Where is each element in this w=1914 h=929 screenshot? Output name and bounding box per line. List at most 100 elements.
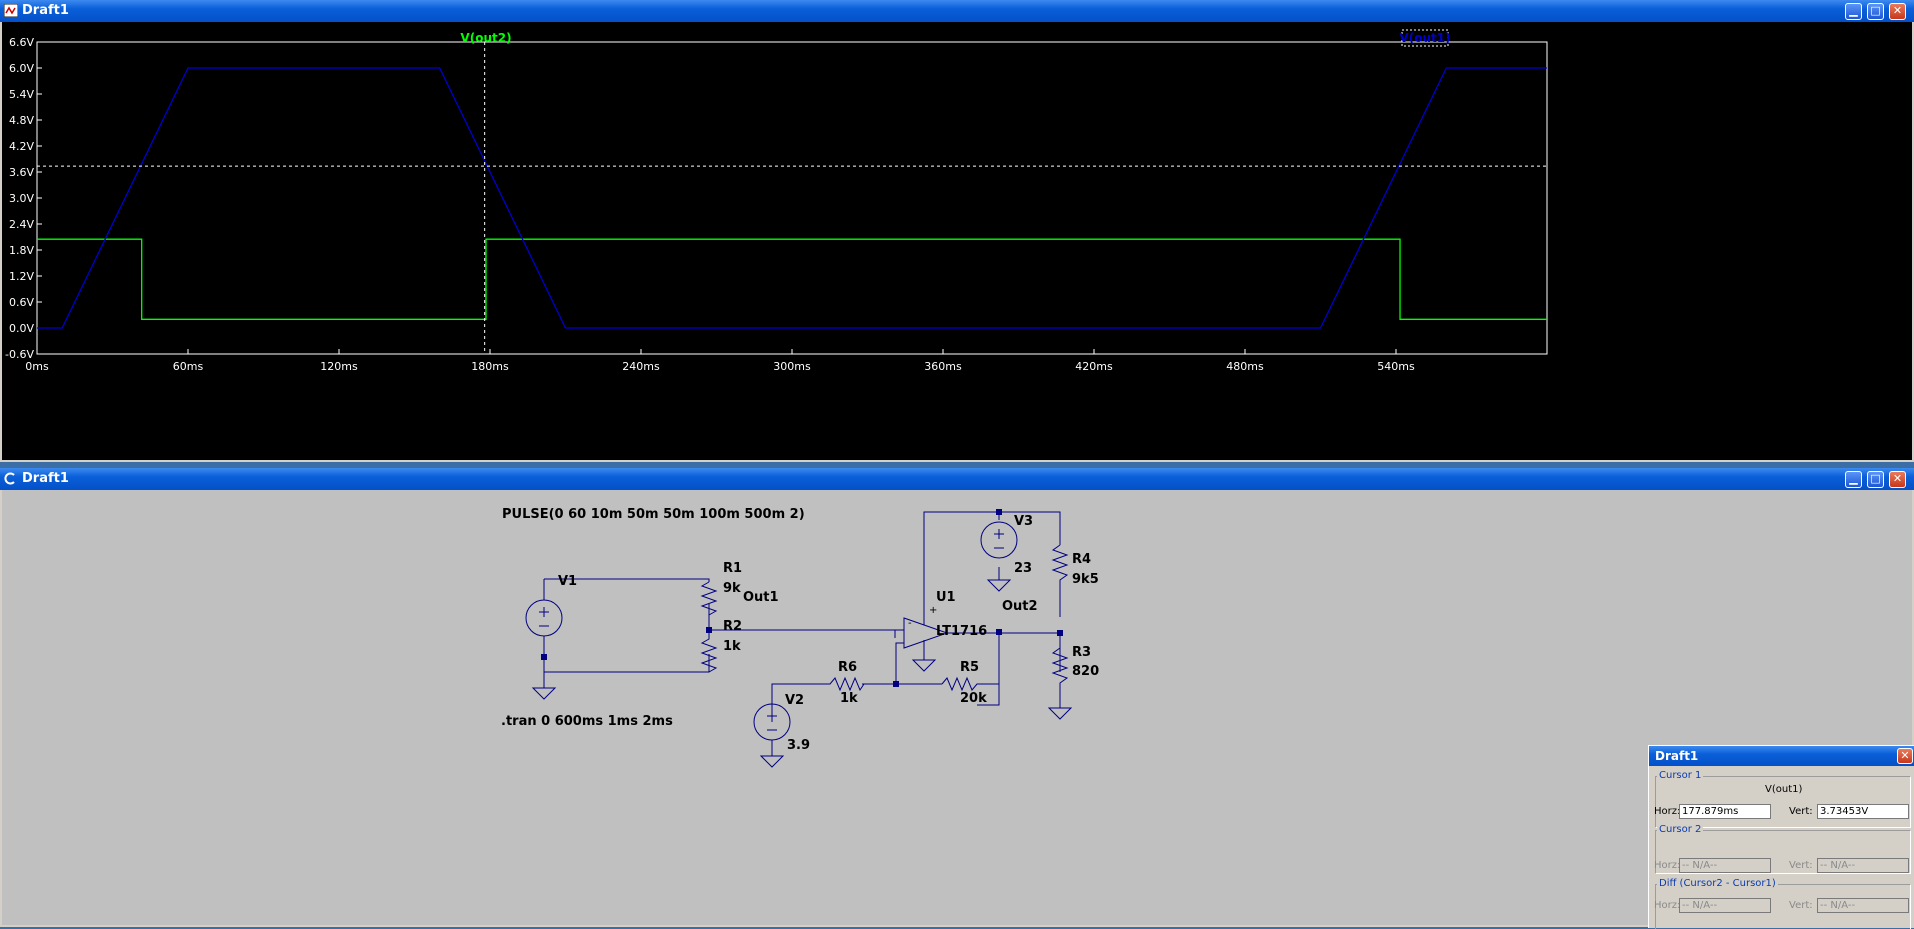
junction-dot xyxy=(541,654,547,660)
x-tick-label: 480ms xyxy=(1226,360,1264,373)
opamp-plus-sign: + xyxy=(929,605,937,616)
junction-dot xyxy=(893,681,899,687)
junction-dot xyxy=(996,509,1002,515)
r5-label: R5 xyxy=(960,660,979,675)
v3-value: 23 xyxy=(1014,561,1032,576)
minimize-button[interactable]: ▁ xyxy=(1845,3,1862,20)
legend-v-out2[interactable]: V(out2) xyxy=(460,31,511,45)
v3-source[interactable] xyxy=(980,521,1018,559)
v2-value: 3.9 xyxy=(787,738,810,753)
legend-v-out1[interactable]: V(out1) xyxy=(1399,31,1450,45)
schematic-drawing[interactable]: PULSE(0 60 10m 50m 50m 100m 500m 2) .tra… xyxy=(2,490,1912,925)
cursor-1-horz-label: Horz: xyxy=(1654,806,1681,817)
cursor-1-vert-field[interactable]: 3.73453V xyxy=(1817,804,1909,819)
x-tick-label: 540ms xyxy=(1377,360,1415,373)
r1-label: R1 xyxy=(723,561,742,576)
pulse-directive[interactable]: PULSE(0 60 10m 50m 50m 100m 500m 2) xyxy=(502,507,805,522)
ground-icon xyxy=(759,740,785,768)
y-tick-label: 0.0V xyxy=(9,322,34,335)
x-tick-label: 240ms xyxy=(622,360,660,373)
r4-value: 9k5 xyxy=(1072,572,1099,587)
diff-group-label: Diff (Cursor2 - Cursor1) xyxy=(1657,878,1778,889)
close-button[interactable]: ✕ xyxy=(1897,748,1913,764)
cursor-readout-window: Draft1 ✕ Cursor 1 V(out1) Horz: 177.879m… xyxy=(1648,745,1914,929)
waveform-chart[interactable]: 6.6V6.0V5.4V4.8V4.2V3.6V3.0V2.4V1.8V1.2V… xyxy=(2,22,1912,460)
y-tick-label: 2.4V xyxy=(9,218,34,231)
x-tick-label: 120ms xyxy=(320,360,358,373)
wire xyxy=(543,578,710,673)
ground-icon xyxy=(531,672,557,700)
y-tick-label: 0.6V xyxy=(9,296,34,309)
u1-opamp[interactable] xyxy=(903,617,949,649)
minimize-button[interactable]: ▁ xyxy=(1845,471,1862,488)
junction-dot xyxy=(996,629,1002,635)
net-label-out1: Out1 xyxy=(743,590,779,605)
waveform-window-title: Draft1 xyxy=(22,3,69,18)
x-tick-label: 0ms xyxy=(25,360,49,373)
schematic-app-icon xyxy=(4,472,15,485)
maximize-button[interactable]: □ xyxy=(1867,3,1884,20)
r3-label: R3 xyxy=(1072,645,1091,660)
cursor-2-vert-label: Vert: xyxy=(1789,860,1813,871)
r3-resistor[interactable] xyxy=(1047,633,1073,720)
x-tick-label: 180ms xyxy=(471,360,509,373)
r4-resistor[interactable] xyxy=(1051,544,1069,617)
diff-vert-field: -- N/A-- xyxy=(1817,898,1909,913)
close-button[interactable]: ✕ xyxy=(1889,471,1906,488)
wire xyxy=(882,629,904,638)
maximize-button[interactable]: □ xyxy=(1867,471,1884,488)
waveform-window-titlebar[interactable]: Draft1 ▁ □ ✕ xyxy=(0,0,1914,22)
r1-resistor[interactable] xyxy=(700,581,718,630)
r6-resistor[interactable] xyxy=(771,676,896,722)
v3-label: V3 xyxy=(1014,514,1033,529)
diff-horz-field: -- N/A-- xyxy=(1679,898,1771,913)
opamp-minus-sign: - xyxy=(908,618,912,629)
y-tick-label: 5.4V xyxy=(9,88,34,101)
cursor-1-horz-field[interactable]: 177.879ms xyxy=(1679,804,1771,819)
trace-v-out1[interactable] xyxy=(37,67,1547,329)
schematic-canvas[interactable]: PULSE(0 60 10m 50m 50m 100m 500m 2) .tra… xyxy=(2,490,1912,925)
r2-resistor[interactable] xyxy=(700,630,718,673)
y-tick-label: 1.8V xyxy=(9,244,34,257)
y-tick-label: 1.2V xyxy=(9,270,34,283)
cursor-2-group-label: Cursor 2 xyxy=(1657,824,1704,835)
waveform-app-icon xyxy=(4,4,18,17)
cursor-1-group xyxy=(1655,776,1911,828)
junction-dot xyxy=(706,627,712,633)
trace-v-out2[interactable] xyxy=(37,238,1547,320)
y-tick-label: 6.0V xyxy=(9,62,34,75)
r6-value: 1k xyxy=(840,691,858,706)
v1-label: V1 xyxy=(558,574,577,589)
r5-resistor[interactable] xyxy=(941,633,1000,692)
cursor-1-vert-label: Vert: xyxy=(1789,806,1813,817)
tran-directive[interactable]: .tran 0 600ms 1ms 2ms xyxy=(501,714,673,729)
r2-label: R2 xyxy=(723,619,742,634)
u1-value: LT1716 xyxy=(936,624,987,639)
x-tick-label: 300ms xyxy=(773,360,811,373)
x-tick-label: 420ms xyxy=(1075,360,1113,373)
cursor-2-vert-field: -- N/A-- xyxy=(1817,858,1909,873)
source-polarity-icon xyxy=(539,529,1004,731)
cursor-2-horz-label: Horz: xyxy=(1654,860,1681,871)
r1-value: 9k xyxy=(723,581,741,596)
schematic-window: Draft1 ▁ □ ✕ xyxy=(0,468,1914,927)
x-tick-label: 60ms xyxy=(173,360,204,373)
diff-horz-label: Horz: xyxy=(1654,900,1681,911)
v1-source[interactable] xyxy=(525,599,563,637)
legend-selection-box xyxy=(1401,29,1449,47)
diff-vert-label: Vert: xyxy=(1789,900,1813,911)
cursor-window-titlebar[interactable]: Draft1 ✕ xyxy=(1649,746,1914,766)
r4-label: R4 xyxy=(1072,552,1091,567)
plot-frame xyxy=(36,41,1548,355)
close-button[interactable]: ✕ xyxy=(1889,3,1906,20)
cursor-2-horz-field: -- N/A-- xyxy=(1679,858,1771,873)
y-tick-label: 4.2V xyxy=(9,140,34,153)
cursor-1-group-label: Cursor 1 xyxy=(1657,770,1704,781)
y-tick-label: 3.6V xyxy=(9,166,34,179)
y-tick-label: 4.8V xyxy=(9,114,34,127)
ground-icon xyxy=(911,640,937,672)
r2-value: 1k xyxy=(723,639,741,654)
schematic-window-titlebar[interactable]: Draft1 ▁ □ ✕ xyxy=(0,468,1914,490)
